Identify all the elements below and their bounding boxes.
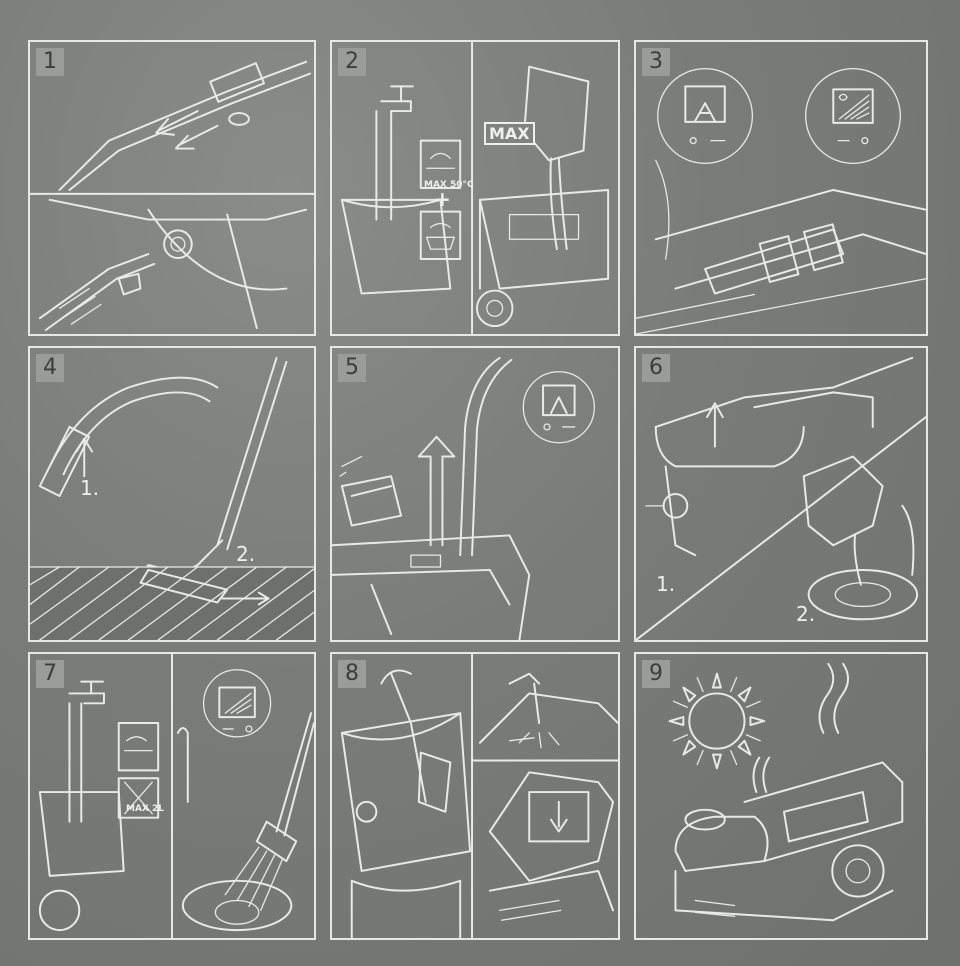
fill-water-illustration xyxy=(340,42,610,334)
hose-connection-illustration xyxy=(30,60,314,331)
max-temperature-label: MAX 50°C xyxy=(424,180,474,190)
step-2-label: 2. xyxy=(236,542,256,566)
rinse-clean-illustration xyxy=(38,654,314,938)
clean-filter-illustration xyxy=(340,654,618,938)
panel-number: 9 xyxy=(642,660,670,688)
plus-sign: + xyxy=(434,187,451,211)
panel-number: 2 xyxy=(338,48,366,76)
remove-tank-illustration xyxy=(332,356,595,640)
panel-6: 6 1. 2. xyxy=(634,346,928,642)
step-2-label: 2. xyxy=(796,602,816,626)
dry-machine-illustration xyxy=(668,662,904,922)
step-1-label: 1. xyxy=(656,572,676,596)
panel-number: 1 xyxy=(36,48,64,76)
mode-selector-illustration xyxy=(636,68,926,334)
panel-number: 5 xyxy=(338,354,366,382)
panel-1: 1 xyxy=(28,40,316,336)
panel-number: 4 xyxy=(36,354,64,382)
panel-number: 3 xyxy=(642,48,670,76)
panel-4: 4 1. 2. xyxy=(28,346,316,642)
max-fill-label: MAX xyxy=(484,122,535,145)
panel-7: 7 MAX 2L xyxy=(28,652,316,940)
panel-8: 8 xyxy=(330,652,620,940)
max-volume-label: MAX 2L xyxy=(126,804,164,814)
empty-tank-illustration xyxy=(636,356,926,640)
panel-number: 6 xyxy=(642,354,670,382)
vacuum-usage-illustration xyxy=(30,356,314,640)
panel-number: 8 xyxy=(338,660,366,688)
panel-2: 2 MAX MAX 50°C + xyxy=(330,40,620,336)
panel-3: 3 xyxy=(634,40,928,336)
step-1-label: 1. xyxy=(80,476,100,500)
panel-5: 5 xyxy=(330,346,620,642)
panel-9: 9 xyxy=(634,652,928,940)
instruction-grid: 1 2 xyxy=(28,40,928,940)
panel-number: 7 xyxy=(36,660,64,688)
